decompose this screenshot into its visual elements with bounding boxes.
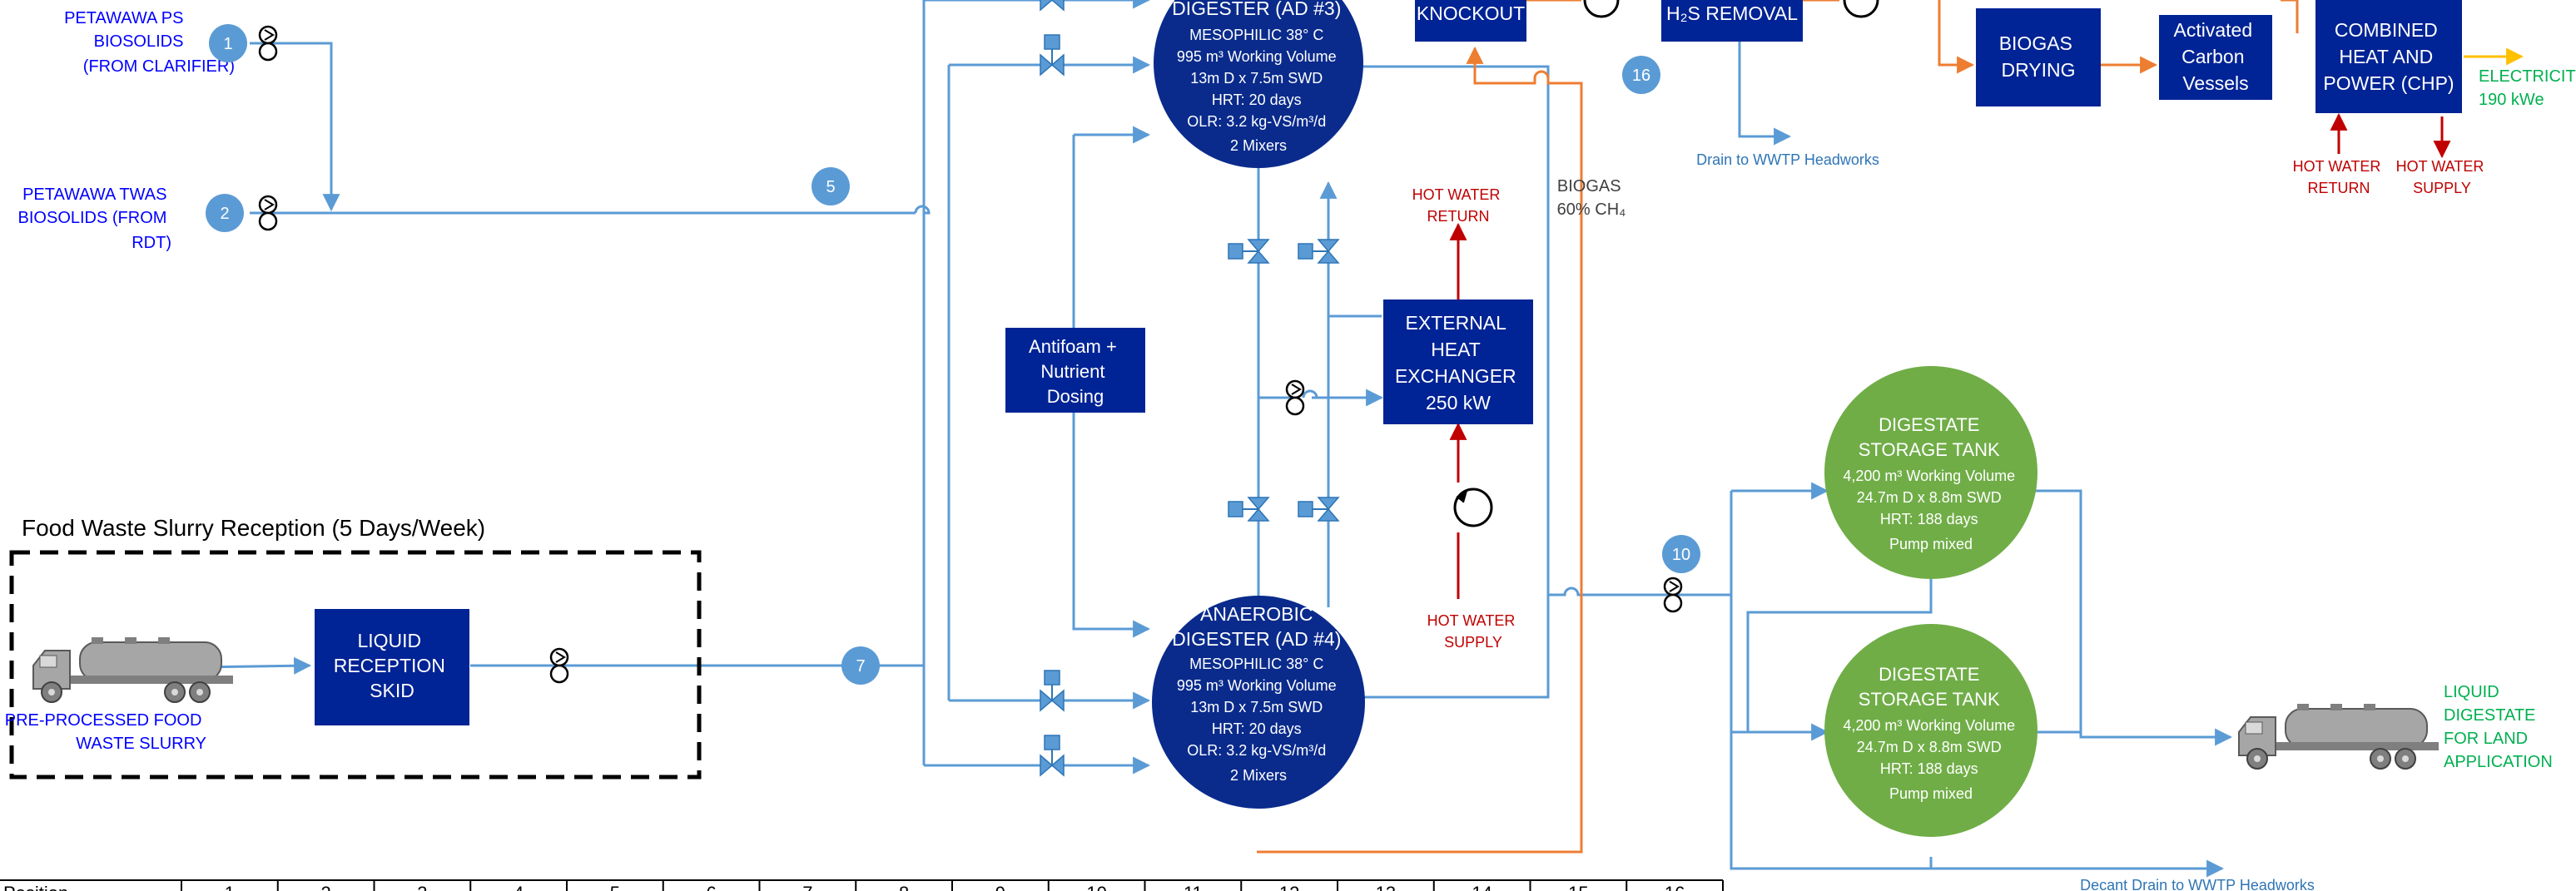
table-column-header: 12	[1279, 883, 1299, 891]
svg-text:KNOCKOUT: KNOCKOUT	[1417, 2, 1525, 24]
antifoam-dosing-box[interactable]: Antifoam + Nutrient Dosing	[1005, 328, 1145, 413]
food-waste-title: Food Waste Slurry Reception (5 Days/Week…	[22, 515, 485, 541]
svg-text:COMBINED HEAT AND: COMBINED HEAT AND POWER (CHP)	[2323, 19, 2454, 94]
table-header: Position	[3, 883, 68, 891]
table-column-header: 7	[802, 883, 812, 891]
svg-text:LIQUID RECEPTION S: LIQUID RECEPTION SKID	[334, 630, 451, 701]
chp-hot-water-return: HOT WATER RETURN	[2293, 158, 2385, 196]
valve-icon[interactable]	[1040, 670, 1065, 711]
valve-icon[interactable]	[1228, 239, 1269, 264]
callout-1: 1	[209, 24, 247, 62]
food-waste-truck-icon	[32, 636, 234, 703]
svg-text:Antifoam + Nutrient: Antifoam + Nutrient Dosing	[1029, 336, 1122, 407]
valve-icon[interactable]	[1040, 735, 1065, 776]
table-column-header: 3	[417, 883, 427, 891]
liquid-digestate-label: LIQUID DIGESTATE FOR LAND APPLICATION	[2444, 683, 2553, 771]
hx-hot-water-supply: HOT WATER SUPPLY	[1427, 612, 1520, 651]
table-column-header: 8	[899, 883, 909, 891]
svg-text:ANAEROBIC DIGESTER (AD #: ANAEROBIC DIGESTER (AD #4) MESOPHILIC 38…	[1172, 603, 1345, 784]
electricity-label: ELECTRICITY 190 kWe	[2479, 67, 2576, 109]
food-waste-source: PRE-PROCESSED FOOD WASTE SLURRY	[5, 711, 206, 753]
table-column-header: 16	[1665, 883, 1685, 891]
table-column-header: 10	[1086, 883, 1106, 891]
svg-text:2: 2	[220, 205, 229, 223]
svg-text:DIGESTER (AD #3) MESOPHI: DIGESTER (AD #3) MESOPHILIC 38° C 995 m³…	[1172, 0, 1345, 154]
valve-icon[interactable]	[1228, 497, 1269, 522]
knockout-box[interactable]: KNOCKOUT	[1415, 0, 1526, 42]
digestate-storage-tank-2[interactable]: DIGESTATE STORAGE TANK 4,200 m³ Working …	[1824, 624, 2037, 837]
table-column-header: 6	[707, 883, 717, 891]
ps-biosolids-label: PETAWAWA PS BIOSOLIDS (FROM CLARIFIER)	[64, 9, 235, 76]
svg-text:BIOGAS DRYING: BIOGAS DRYING	[1999, 32, 2078, 81]
callout-5: 5	[812, 167, 850, 205]
digestate-storage-tank-1[interactable]: DIGESTATE STORAGE TANK 4,200 m³ Working …	[1824, 366, 2037, 579]
liquid-reception-skid[interactable]: LIQUID RECEPTION SKID	[315, 609, 469, 725]
h2s-drain-label: Drain to WWTP Headworks	[1696, 151, 1879, 168]
chp-box[interactable]: COMBINED HEAT AND POWER (CHP)	[2315, 0, 2462, 113]
svg-text:1: 1	[223, 35, 232, 53]
callout-7: 7	[841, 646, 880, 685]
twas-biosolids-label: PETAWAWA TWAS BIOSOLIDS (FROM RDT)	[18, 186, 171, 252]
food-waste-enclosure	[9, 550, 702, 780]
table-column-header: 15	[1568, 883, 1588, 891]
valve-icon[interactable]	[1040, 0, 1065, 11]
position-table: Position 12345678910111213141516	[0, 879, 1724, 891]
biogas-label: BIOGAS 60% CH₄	[1557, 177, 1626, 219]
svg-text:5: 5	[826, 178, 835, 196]
svg-text:7: 7	[856, 657, 865, 676]
land-application-truck-icon	[2238, 703, 2440, 770]
biogas-drying-box[interactable]: BIOGAS DRYING	[1976, 8, 2101, 106]
valve-icon[interactable]	[1298, 497, 1339, 522]
h2s-removal-box[interactable]: H₂S REMOVAL	[1661, 0, 1803, 42]
valve-icon[interactable]	[1298, 239, 1339, 264]
carbon-vessels-box[interactable]: Activated Carbon Vessels	[2159, 15, 2272, 100]
svg-text:10: 10	[1672, 546, 1690, 564]
blower-icon[interactable]	[1583, 0, 1620, 18]
callout-16: 16	[1622, 56, 1660, 94]
svg-text:16: 16	[1632, 67, 1650, 85]
callout-2: 2	[206, 194, 244, 232]
heat-exchanger-box[interactable]: EXTERNAL HEAT EXCHANGER 250 kW	[1383, 299, 1533, 424]
table-column-header: 2	[321, 883, 331, 891]
biogas-pipes	[1257, 0, 2299, 854]
table-column-header: 14	[1472, 883, 1491, 891]
valve-icon[interactable]	[1040, 34, 1065, 76]
digester-ad4[interactable]: ANAEROBIC DIGESTER (AD #4) MESOPHILIC 38…	[1152, 596, 1365, 809]
hot-water-pipes	[1449, 112, 2451, 599]
table-column-header: 4	[514, 883, 524, 891]
svg-text:H₂S REMOVAL: H₂S REMOVAL	[1666, 2, 1798, 24]
callout-10: 10	[1662, 535, 1700, 573]
table-column-header: 11	[1184, 883, 1203, 891]
table-columns: 12345678910111213141516	[181, 880, 1685, 891]
decant-drain-label: Decant Drain to WWTP Headworks	[2080, 877, 2315, 891]
blower-icon[interactable]	[1843, 0, 1879, 18]
svg-text:EXTERNAL HEAT EXCH: EXTERNAL HEAT EXCHANGER 250 kW	[1395, 312, 1521, 413]
table-column-header: 13	[1376, 883, 1396, 891]
chp-hot-water-supply: HOT WATER SUPPLY	[2396, 158, 2489, 196]
table-column-header: 1	[225, 883, 235, 891]
svg-text:DIGESTATE STORAGE TANK: DIGESTATE STORAGE TANK 4,200 m³ Working …	[1843, 414, 2018, 552]
table-column-header: 9	[995, 883, 1005, 891]
hot-water-pump-icon[interactable]	[1453, 488, 1493, 527]
table-column-header: 5	[610, 883, 620, 891]
svg-text:Activated Carbon V: Activated Carbon Vessels	[2174, 19, 2258, 94]
hx-hot-water-return: HOT WATER RETURN	[1412, 186, 1505, 225]
digester-ad3[interactable]: DIGESTER (AD #3) MESOPHILIC 38° C 995 m³…	[1154, 0, 1363, 168]
svg-text:DIGESTATE STORAGE TANK: DIGESTATE STORAGE TANK 4,200 m³ Working …	[1843, 664, 2018, 802]
